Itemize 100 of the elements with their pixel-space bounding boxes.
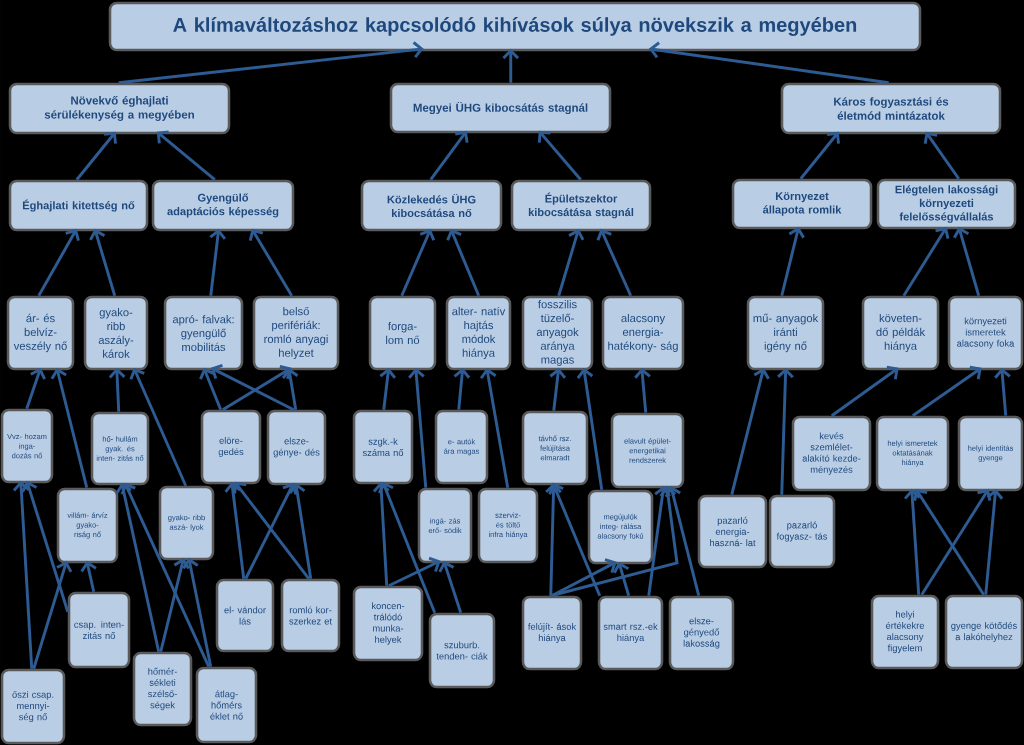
arrow	[182, 557, 213, 667]
arrow	[830, 365, 899, 417]
category-box: Megyei ÜHG kibocsátás stagnál	[389, 82, 612, 134]
cause-box: szuburb. tenden- ciák	[428, 612, 496, 689]
arrow	[903, 488, 921, 595]
arrow	[438, 560, 463, 614]
arrow	[120, 482, 211, 668]
cause-box: pazarló fogyasz- tás	[768, 494, 836, 569]
arrow	[378, 481, 437, 614]
arrow	[920, 488, 992, 596]
arrow	[115, 482, 161, 653]
arrow	[647, 485, 671, 596]
arrow	[224, 481, 246, 579]
arrow	[80, 560, 97, 593]
cause-box: ár- és belvíz- veszély nő	[6, 295, 75, 371]
cause-box: követen- dő példák hiánya	[861, 295, 940, 371]
arrow	[25, 367, 46, 410]
cause-box: kevés szemlélet- alakító kezde- ményezés	[791, 415, 872, 492]
arrow	[372, 481, 390, 586]
arrow	[557, 228, 585, 297]
cause-box: alacsony energia- hatékony- ság	[601, 295, 685, 371]
arrow	[648, 41, 889, 85]
cause-box: smart rsz.-ek hiánya	[597, 595, 664, 671]
arrow	[21, 480, 70, 613]
arrow	[89, 228, 117, 297]
goal-box: A klímaváltozáshoz kapcsolódó kihívások súlya növekszik a megyében	[108, 1, 922, 52]
arrow	[32, 560, 73, 670]
arrow	[613, 561, 631, 597]
cause-box: el- vándor lás	[215, 578, 275, 653]
arrow	[50, 367, 89, 489]
arrow	[209, 228, 227, 296]
arrow	[129, 367, 188, 487]
cause-box: pazarló energia- haszná- lat	[697, 494, 768, 569]
arrow	[537, 130, 582, 181]
cause-box: romló kor- szerkez et	[280, 578, 341, 653]
arrow	[994, 367, 1011, 416]
cause-box: felújít- ások hiánya	[521, 595, 583, 671]
arrow	[913, 488, 985, 596]
arrow	[233, 481, 310, 580]
arrow	[156, 130, 216, 181]
cause-box: gyako- ribb aszály- károk	[83, 295, 149, 371]
cause-box: mű- anyagok iránti igény nő	[746, 295, 825, 371]
cause-box: elöre- gedés	[200, 409, 262, 485]
cause-box: belső perifériák: romló anyagi helyzet	[252, 295, 340, 371]
arrow	[780, 226, 805, 297]
arrow	[984, 488, 1004, 595]
cause-box: forga- lom nő	[368, 295, 437, 371]
cause-box: átlag- hőmérs éklet nő	[195, 666, 258, 744]
arrow	[664, 485, 701, 597]
arrow	[545, 482, 562, 596]
category-box: Káros fogyasztási és életmód mintázatok	[780, 82, 1002, 135]
cause-box: csap. inten- zitás nő	[67, 591, 131, 669]
cause-box: helyi értékekre alacsony figyelem	[870, 594, 940, 670]
arrow	[911, 365, 982, 417]
arrow	[453, 367, 471, 410]
arrow	[502, 48, 520, 83]
cause-box: alter- natív hajtás módok hiánya	[445, 295, 512, 371]
arrow	[596, 228, 633, 297]
arrow	[118, 41, 424, 85]
subcategory-box: Közlekedés ÜHG kibocsátása nő	[360, 179, 503, 232]
arrow	[210, 364, 295, 412]
arrow	[634, 367, 651, 413]
cause-box: hőmér- sékleti szélső- ségek	[132, 651, 193, 727]
arrow	[777, 367, 794, 495]
cause-box: környezeti ismeretek alacsony foka	[947, 295, 1024, 371]
arrow	[576, 367, 604, 490]
arrow	[953, 226, 981, 297]
arrow	[388, 556, 441, 588]
arrow	[479, 367, 510, 488]
arrow	[400, 228, 436, 297]
cause-box: gyenge kötődés a lakóhelyhez	[944, 594, 1024, 670]
arrow	[902, 226, 950, 297]
arrow	[248, 228, 293, 297]
arrow	[429, 130, 469, 181]
arrow	[281, 367, 299, 410]
arrow	[12, 480, 34, 669]
subcategory-box: Elégtelen lakossági környezeti felelősségvállalás	[876, 178, 1017, 230]
subcategory-box: Gyengülő adaptációs képesség	[151, 179, 295, 232]
cause-box: szgk.-k száma nő	[352, 409, 414, 485]
arrow	[548, 482, 602, 597]
arrow	[379, 367, 397, 410]
cause-box: koncen- trálódó munka- helyek	[352, 585, 424, 662]
arrow	[549, 367, 567, 411]
category-box: Növekvő éghajlati sérülékenység a megyében	[8, 82, 231, 135]
subcategory-box: Környezet állapota romlik	[731, 178, 873, 230]
subcategory-box: Éghajlati kitettség nő	[8, 179, 149, 232]
arrow	[75, 131, 117, 181]
cause-box: őszi csap. mennyi- ség nő	[0, 668, 66, 745]
subcategory-box: Épületszektor kibocsátása stagnál	[510, 179, 652, 232]
arrow	[799, 131, 840, 180]
arrow	[37, 228, 80, 297]
arrow	[446, 228, 481, 297]
arrow	[730, 367, 770, 496]
arrow	[221, 364, 292, 411]
cause-box: fosszilis tüzelő- anyagok aránya magas	[521, 295, 594, 371]
cause-box: elsze- gényedő lakosság	[668, 595, 735, 671]
arrow	[244, 482, 298, 580]
arrow	[159, 557, 190, 653]
arrow	[550, 485, 679, 598]
arrow	[288, 482, 313, 579]
